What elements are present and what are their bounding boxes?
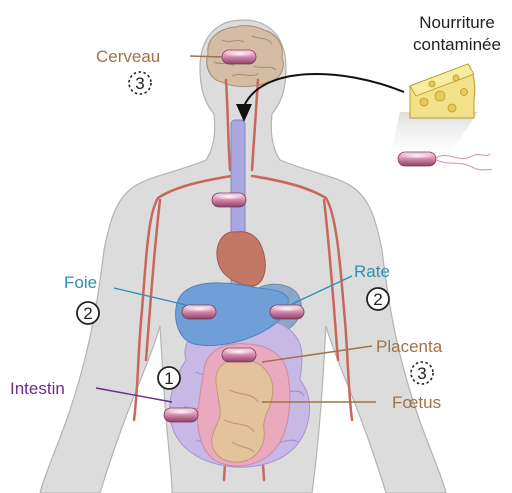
food-label-line2: contaminée <box>413 35 501 54</box>
stage-number: 3 <box>135 74 144 93</box>
bacterium-icon <box>222 50 256 64</box>
stage-badge-spleen: 2 <box>367 288 389 310</box>
bacterium-icon <box>182 305 216 319</box>
stage-number: 3 <box>417 364 426 383</box>
stage-badge-intestine: 1 <box>158 367 180 389</box>
stage-badge-placenta: 3 <box>411 362 433 384</box>
spleen-label: Rate <box>354 262 390 281</box>
stage-number: 2 <box>83 304 92 323</box>
bacterium-icon <box>212 193 246 207</box>
stage-badge-liver: 2 <box>77 302 99 324</box>
intestine-label: Intestin <box>10 379 65 398</box>
cheese-icon <box>388 64 478 168</box>
bacterium-icon <box>270 305 304 319</box>
food-label-line1: Nourriture <box>419 13 495 32</box>
bacterium-icon <box>222 348 256 362</box>
bacterium-icon <box>164 408 198 422</box>
liver-label: Foie <box>64 273 97 292</box>
brain-label: Cerveau <box>96 47 160 66</box>
placenta-label: Placenta <box>376 337 443 356</box>
stage-number: 1 <box>164 369 173 388</box>
stage-number: 2 <box>373 290 382 309</box>
fetus-label: Fœtus <box>392 393 441 412</box>
stage-badge-brain: 3 <box>129 72 151 94</box>
